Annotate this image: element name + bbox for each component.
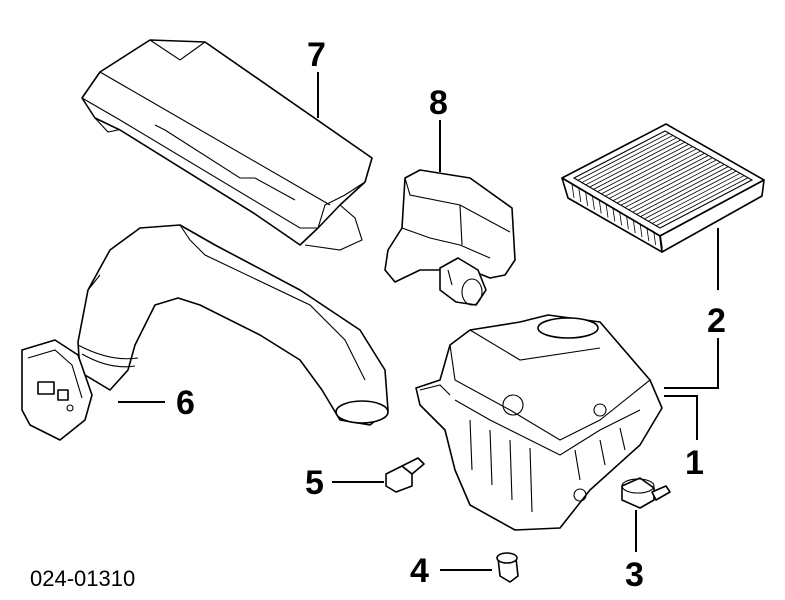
callout-1: 1 (685, 444, 704, 482)
leader-lines (118, 72, 719, 571)
filter-pleat-line (605, 148, 697, 197)
part-5-sensor (385, 457, 425, 493)
callouts: 7 8 2 1 6 5 4 3 (176, 36, 726, 594)
filter-side-pleat (626, 215, 629, 230)
filter-side-pleat (571, 183, 575, 199)
part-6-intake-hose (21, 224, 389, 441)
callout-4: 4 (410, 552, 429, 590)
part-3-rubber-mount (621, 477, 671, 509)
filter-pleat-line (593, 141, 685, 190)
filter-side-pleat (646, 226, 650, 241)
part-2-air-filter (561, 123, 765, 253)
filter-pleat-line (577, 132, 670, 181)
filter-pleat-line (620, 157, 713, 206)
filter-pleat-line (581, 135, 674, 183)
filter-side-pleat (585, 191, 588, 206)
filter-pleat-line (628, 161, 721, 211)
filter-pleat-line (616, 155, 709, 204)
filter-side-pleat (578, 187, 582, 202)
callout-3: 3 (625, 556, 644, 594)
filter-side-pleat (612, 207, 616, 222)
callout-5: 5 (305, 464, 324, 502)
filter-pleat-line (601, 146, 693, 195)
callout-7: 7 (307, 36, 326, 74)
filter-side-pleat (632, 219, 636, 234)
filter-pleat-line (612, 152, 705, 202)
diagram-id: 024-01310 (30, 566, 135, 591)
part-8-sensor-housing (384, 169, 516, 306)
part-7-intake-cover (81, 39, 373, 251)
callout-2: 2 (707, 302, 726, 340)
part-1-filter-housing (415, 314, 663, 531)
filter-pleat-line (640, 168, 733, 217)
filter-pleat-line (636, 166, 729, 215)
callout-8: 8 (429, 84, 448, 122)
filter-pleat-line (644, 170, 737, 220)
leader-1 (664, 395, 698, 440)
filter-pleat-line (597, 144, 689, 192)
filter-side-pleat (598, 199, 602, 214)
filter-side-pleat (639, 222, 643, 238)
leader-1-2 (664, 338, 719, 389)
filter-pleat-line (585, 137, 678, 186)
filter-pleat-line (632, 164, 725, 213)
callout-6: 6 (176, 384, 195, 422)
filter-side-pleat (592, 195, 595, 210)
filter-pleat-line (648, 172, 741, 222)
filter-side-pleat (619, 211, 622, 226)
filter-pleat-line (651, 175, 745, 224)
part-4-grommet (496, 552, 519, 583)
filter-side-pleat (653, 230, 656, 245)
filter-pleat-line (608, 150, 701, 199)
filter-pleat-line (589, 139, 682, 188)
filter-side-pleat (605, 203, 609, 218)
filter-side-pleat (660, 234, 663, 249)
filter-pleat-line (624, 159, 717, 208)
filter-pleat-line (655, 177, 749, 227)
